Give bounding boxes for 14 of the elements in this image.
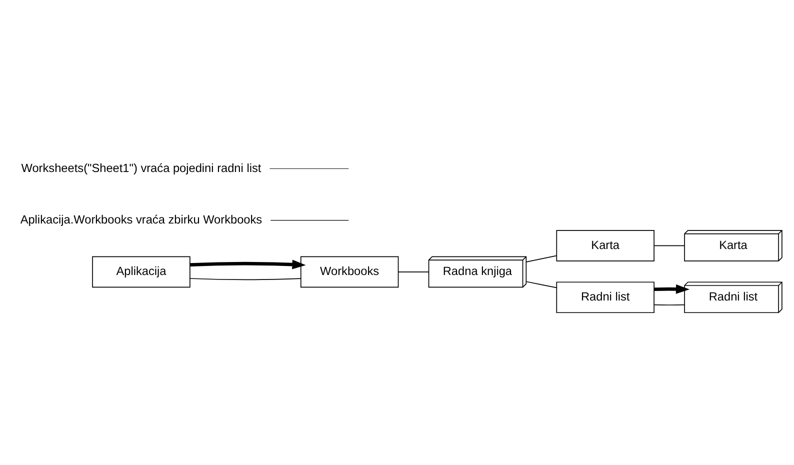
- connector: [190, 278, 302, 280]
- connector: [654, 304, 685, 305]
- node-box: Workbooks: [300, 256, 399, 288]
- node-text: Aplikacija.Workbooks vraća zbirku Workbooks: [20, 212, 262, 226]
- arrow: [654, 284, 690, 294]
- node-box: Karta: [556, 230, 654, 261]
- connector: [654, 244, 685, 246]
- node-text: Worksheets("Sheet1") vraća pojedini radni list: [21, 160, 262, 174]
- node-box: Radni list: [556, 281, 654, 313]
- connector: [398, 271, 430, 272]
- connector: [526, 280, 557, 288]
- arrow: [190, 259, 306, 269]
- connector: [526, 254, 557, 262]
- node-box: Aplikacija: [92, 256, 190, 288]
